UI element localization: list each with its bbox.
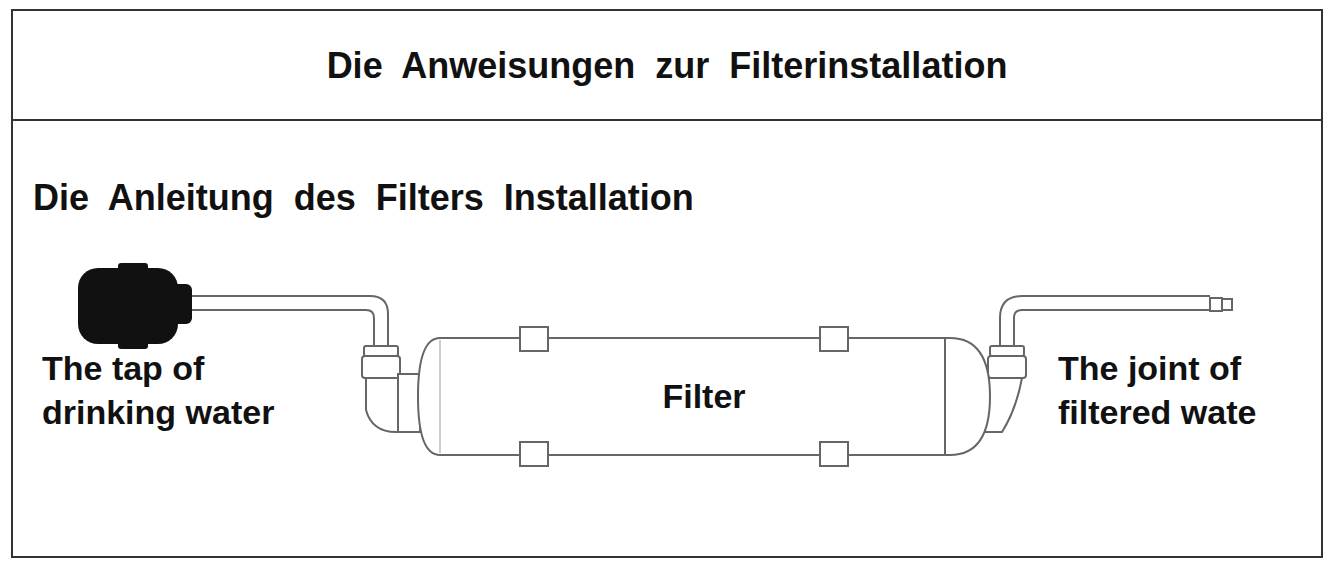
inlet-tube	[192, 296, 388, 348]
part-label: The tap of drinking water	[42, 346, 342, 434]
title: Die Anweisungen zur Filterinstallation	[12, 45, 1322, 87]
filter-cartridge: Filter	[418, 338, 990, 455]
subtitle: Die Anleitung des Filters Installation	[33, 176, 1233, 220]
outer-frame	[12, 10, 1322, 557]
tap-symbol	[78, 263, 192, 349]
part-label: The joint of filtered wate	[1058, 346, 1328, 434]
outlet-tube	[1000, 296, 1210, 348]
inlet-fitting	[362, 346, 420, 432]
header-divider	[12, 119, 1322, 121]
node-text: Filter	[418, 377, 990, 416]
